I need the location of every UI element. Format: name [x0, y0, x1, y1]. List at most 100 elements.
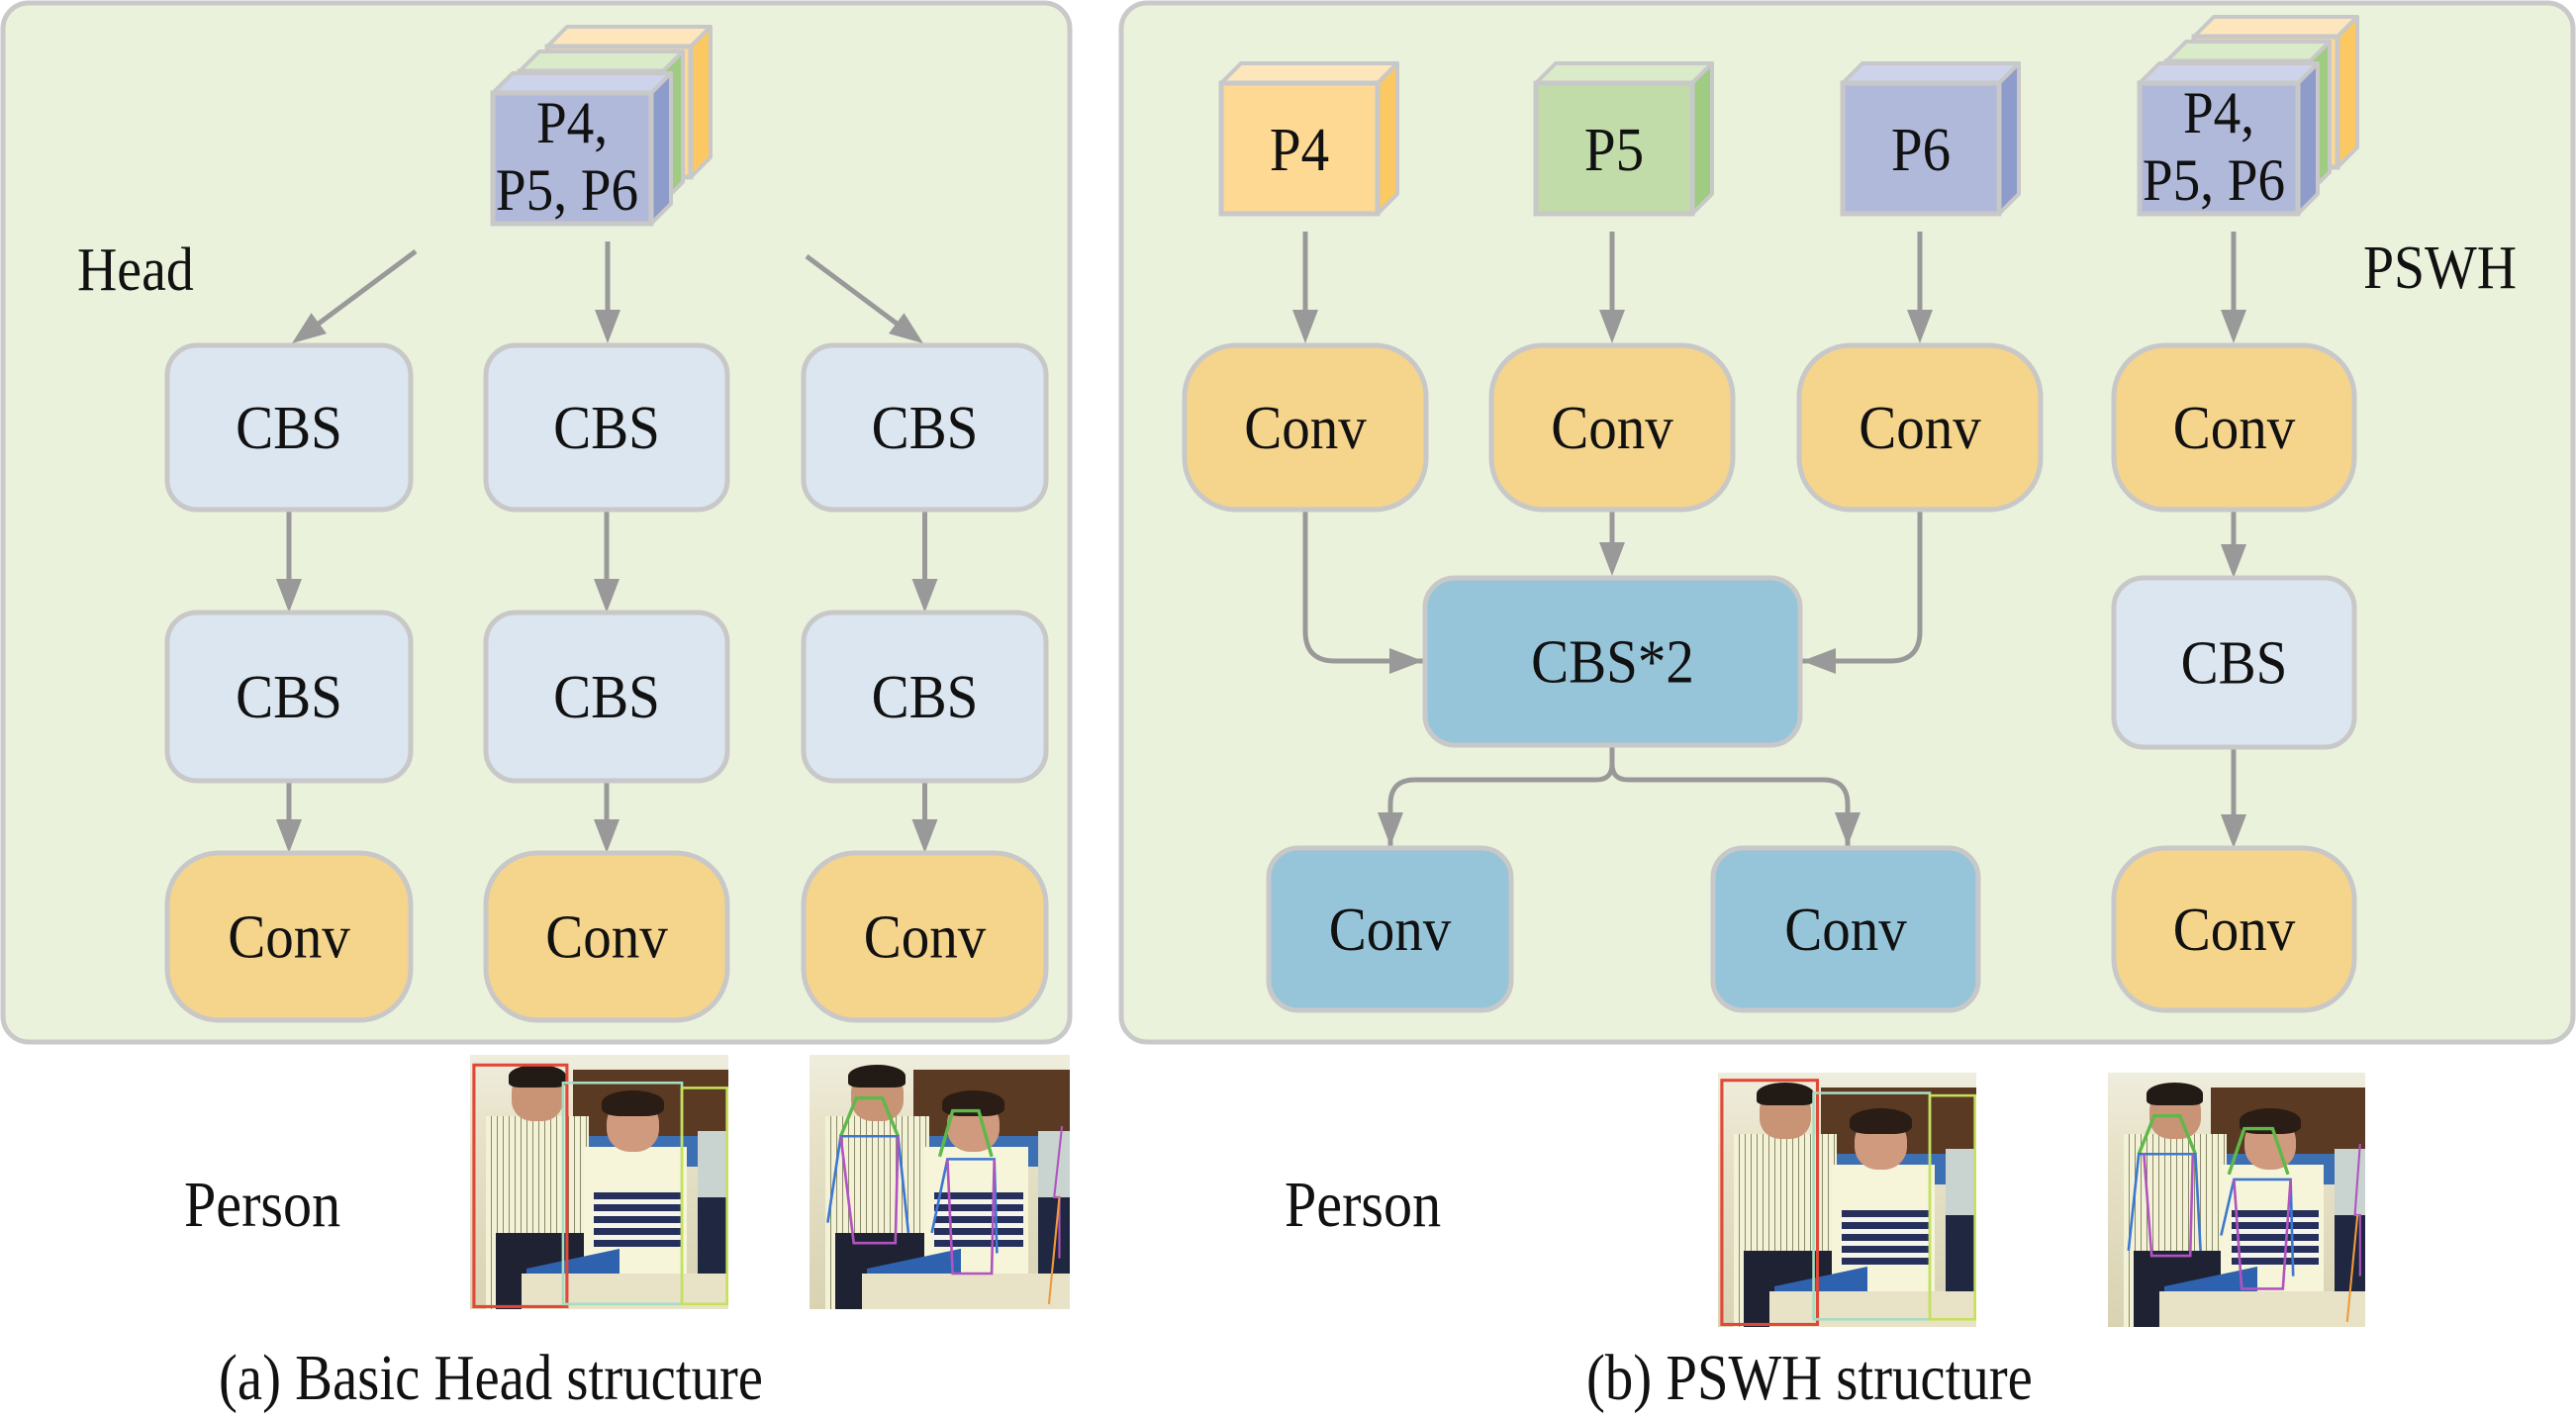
panel-b-branch-conv-2-label: Conv — [1551, 394, 1673, 462]
panel-b-branch-conv-1-shape — [1182, 342, 1429, 513]
panel-a-col3-conv-3: Conv — [801, 850, 1049, 1023]
panel-a-col1-cbs-2-label: CBS — [236, 663, 342, 731]
panel-a-input-stack-line1: P4, — [536, 91, 608, 156]
panel-b-arrow-merge-to-conv-right-head — [1835, 812, 1860, 846]
panel-b-output-conv-2-shape — [1710, 845, 1981, 1013]
panel-a-col1-cbs-1-shape — [164, 342, 414, 513]
panel-b-arrow-input-2-head — [1599, 310, 1625, 343]
panel-b-input-p4-label: P4 — [1270, 116, 1329, 184]
panel-a-col1-cbs-1: CBS — [164, 342, 414, 513]
panel-a-col3-cbs-1-shape — [801, 342, 1049, 513]
panel-a-col2-conv-3-shape — [483, 850, 730, 1023]
panel-a-col2-cbs-2-label: CBS — [553, 663, 660, 731]
panel-b-input-p6-label: P6 — [1891, 116, 1951, 184]
panel-a-col2-cbs-1: CBS — [483, 342, 730, 513]
panel-a-col3-cbs-1-label: CBS — [872, 394, 979, 462]
panel-b-right-conv-3-shape — [2111, 845, 2357, 1013]
bounding-box-overlay — [1720, 1079, 1976, 1326]
panel-a-col3-cbs-2-label: CBS — [872, 663, 979, 731]
panel-b-arrow-conv3-to-merge-head — [1802, 648, 1836, 674]
panel-b-right-cbs-2: CBS — [2111, 575, 2357, 750]
panel-b-arrow-conv1-to-merge-head — [1389, 648, 1423, 674]
panel-b-right-arrow-1-head — [2221, 544, 2246, 578]
panel-b-input-stack: P4,P5, P6 — [2137, 15, 2359, 217]
panel-b-output-conv-1-shape — [1266, 845, 1514, 1013]
panel-a-col2-cbs-1-shape — [483, 342, 730, 513]
panel-b-arrow-conv2-to-merge-head — [1599, 542, 1625, 576]
photo-panel-b-bounding-boxes — [1718, 1073, 1976, 1327]
panel-b-branch-conv-2: Conv — [1488, 342, 1736, 513]
panel-a-person-label: Person — [184, 1169, 341, 1241]
panel-b-arrow-input-3-head — [1907, 310, 1933, 343]
panel-a-col1-cbs-1-label: CBS — [236, 394, 342, 462]
panel-b-input-p4: P4 — [1218, 61, 1399, 217]
panel-b-branch-conv-3: Conv — [1796, 342, 2044, 513]
panel-b-merge-cbs2-label: CBS*2 — [1531, 627, 1694, 696]
panel-b-input-stack-line2: P5, P6 — [2143, 148, 2285, 214]
bounding-box-overlay — [472, 1063, 728, 1308]
panel-b-arrow-conv3-to-merge — [1802, 512, 1923, 664]
photo-panel-a-pose — [810, 1055, 1070, 1309]
panel-b-pswh-label: PSWH — [2363, 235, 2518, 302]
panel-a-col3-conv-3-label: Conv — [864, 902, 987, 971]
panel-b-right-conv-3-label: Conv — [2173, 896, 2296, 964]
panel-b-arrow-merge-to-conv-left-head — [1378, 812, 1403, 846]
panel-a-col2-arrow-2-head — [594, 819, 620, 853]
panel-b-right-cbs-2-shape — [2111, 575, 2357, 750]
panel-a-col1-arrow-1-head — [276, 579, 302, 613]
panel-b-right-conv-1-label: Conv — [2173, 394, 2296, 462]
panel-a-col1-cbs-2: CBS — [164, 610, 414, 784]
panel-b-person-label: Person — [1285, 1169, 1442, 1241]
panel-a-col3-arrow-2-head — [911, 819, 938, 853]
panel-b-input-stack-line1: P4, — [2183, 81, 2254, 146]
panel-a-arrow-to-col2-head — [595, 310, 620, 343]
panel-b-branch-conv-3-label: Conv — [1859, 394, 1981, 462]
panel-a-col2-conv-3: Conv — [483, 850, 730, 1023]
panel-a-input-stack-p6-layer — [490, 71, 673, 227]
panel-b-branch-conv-2-shape — [1488, 342, 1736, 513]
panel-a-input-stack: P4,P5, P6 — [490, 25, 713, 227]
nodes-layer: P4,P5, P6CBSCBSConvCBSCBSConvCBSCBSConvP… — [164, 15, 2359, 1023]
panel-a-col3-cbs-2-shape — [801, 610, 1049, 784]
panel-b-branch-conv-3-shape — [1796, 342, 2044, 513]
panel-b-right-arrow-2-head — [2221, 814, 2246, 848]
panel-b-branch-conv-1: Conv — [1182, 342, 1429, 513]
panel-b-input-stack-p6-layer — [2137, 61, 2320, 217]
panel-b-right-conv-1: Conv — [2111, 342, 2357, 513]
pose-skeleton-overlay — [826, 1096, 1064, 1304]
panel-a-arrow-to-col1-head — [292, 313, 328, 343]
panel-a-col1-conv-3-shape — [164, 850, 414, 1023]
panel-b-merge-cbs2-shape — [1422, 575, 1803, 748]
photo-panel-b-pose — [2108, 1073, 2365, 1327]
panel-a-col1-arrow-2-head — [276, 819, 302, 853]
panel-a-col3-cbs-1: CBS — [801, 342, 1049, 513]
panel-a-arrow-to-col1 — [314, 248, 418, 329]
panel-b-arrow-merge-to-conv-right — [1609, 763, 1851, 846]
panel-b-output-conv-2-label: Conv — [1784, 896, 1907, 964]
panel-a-head-label: Head — [77, 236, 194, 304]
panel-a-col3-conv-3-shape — [801, 850, 1049, 1023]
panel-b-output-conv-1: Conv — [1266, 845, 1514, 1013]
panel-b-arrow-conv1-to-merge — [1302, 512, 1423, 664]
panel-a-col2-conv-3-label: Conv — [545, 902, 668, 971]
panel-a-col2-cbs-1-label: CBS — [553, 394, 660, 462]
photo-panel-a-bounding-boxes — [470, 1055, 728, 1309]
panel-b-merge-cbs2: CBS*2 — [1422, 575, 1803, 748]
panel-a-arrow-to-col3 — [805, 253, 902, 329]
panel-a-col2-cbs-2: CBS — [483, 610, 730, 784]
panel-a-col1-conv-3-label: Conv — [228, 902, 350, 971]
panel-a-input-stack-line2: P5, P6 — [496, 158, 638, 224]
panel-a-caption: (a) Basic Head structure — [219, 1342, 764, 1414]
panel-b-input-p6: P6 — [1840, 61, 2021, 217]
panel-b-caption: (b) PSWH structure — [1586, 1342, 2033, 1414]
panel-b-branch-conv-1-label: Conv — [1244, 394, 1367, 462]
panel-a-col2-cbs-2-shape — [483, 610, 730, 784]
panel-a-col2-arrow-1-head — [594, 579, 620, 613]
panel-b-output-conv-2: Conv — [1710, 845, 1981, 1013]
panel-b-right-conv-3: Conv — [2111, 845, 2357, 1013]
panel-b-right-cbs-2-label: CBS — [2181, 628, 2288, 697]
panel-b-input-p5-label: P5 — [1584, 116, 1644, 184]
panel-a-col3-cbs-2: CBS — [801, 610, 1049, 784]
panel-b-output-conv-1-label: Conv — [1329, 896, 1452, 964]
